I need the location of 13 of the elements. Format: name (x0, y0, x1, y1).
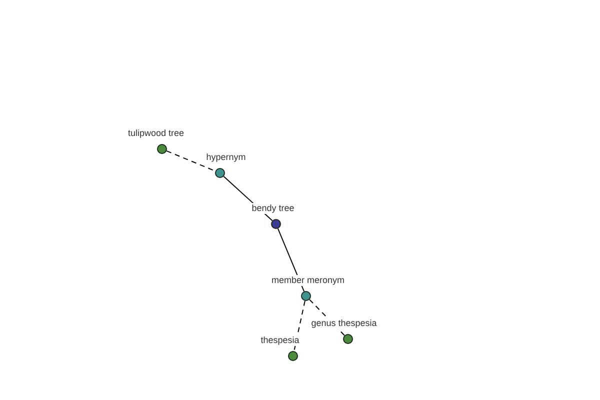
node-label: hypernym (205, 152, 247, 163)
node-label: bendy tree (250, 203, 296, 214)
node-label: member meronym (270, 275, 346, 286)
node-circle (343, 334, 353, 344)
node-label: genus thespesia (310, 318, 378, 329)
connector-line (166, 150, 216, 172)
node-circle (215, 168, 225, 178)
node-label: thespesia (260, 335, 300, 346)
node-circle (271, 219, 281, 229)
node-circle (301, 291, 311, 301)
node-circle (288, 351, 298, 361)
node-circle (157, 144, 167, 154)
node-label: tulipwood tree (126, 128, 186, 139)
